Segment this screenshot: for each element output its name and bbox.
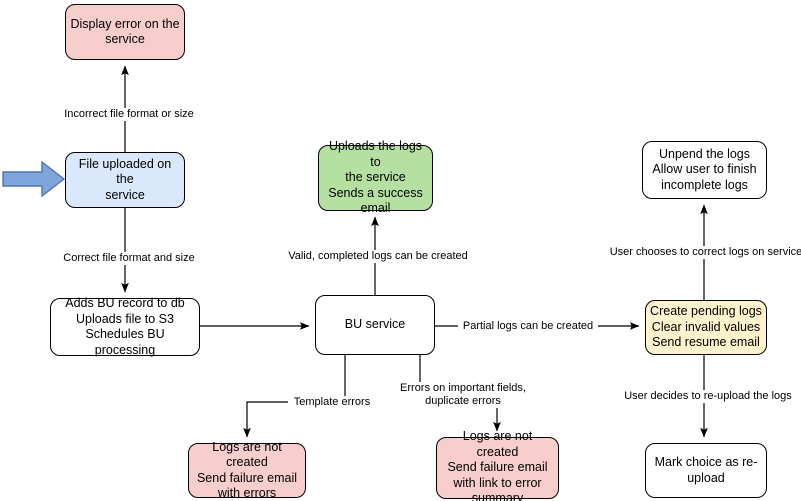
node-unpend-logs[interactable]: Unpend the logs Allow user to finish inc… <box>642 141 767 199</box>
edge-label-user-corrects: User chooses to correct logs on service <box>607 246 801 259</box>
edge-label-errors-important: Errors on important fields, duplicate er… <box>392 382 534 408</box>
node-logs-not-created-errors[interactable]: Logs are not created Send failure email … <box>188 440 306 500</box>
node-bu-service[interactable]: BU service <box>315 295 435 355</box>
edge-label-user-reupload: User decides to re-upload the logs <box>620 390 796 403</box>
edge-label-incorrect-format: Incorrect file format or size <box>57 108 201 121</box>
node-logs-not-created-summary[interactable]: Logs are not created Send failure email … <box>436 429 559 501</box>
node-display-error[interactable]: Display error on the service <box>65 4 185 60</box>
entry-arrow-icon <box>2 160 66 198</box>
edge-label-correct-format: Correct file format and size <box>58 252 200 265</box>
edge-label-template-errors: Template errors <box>288 396 376 409</box>
node-adds-bu-record[interactable]: Adds BU record to db Uploads file to S3 … <box>50 296 200 357</box>
node-file-uploaded[interactable]: File uploaded on the service <box>65 152 185 208</box>
node-mark-choice-reupload[interactable]: Mark choice as re- upload <box>645 443 767 498</box>
edge-label-partial-logs: Partial logs can be created <box>458 320 598 333</box>
node-uploads-logs[interactable]: Uploads the logs to the service Sends a … <box>318 139 433 215</box>
node-create-pending-logs[interactable]: Create pending logs Clear invalid values… <box>645 300 767 355</box>
edge-label-valid-completed: Valid, completed logs can be created <box>284 250 472 263</box>
